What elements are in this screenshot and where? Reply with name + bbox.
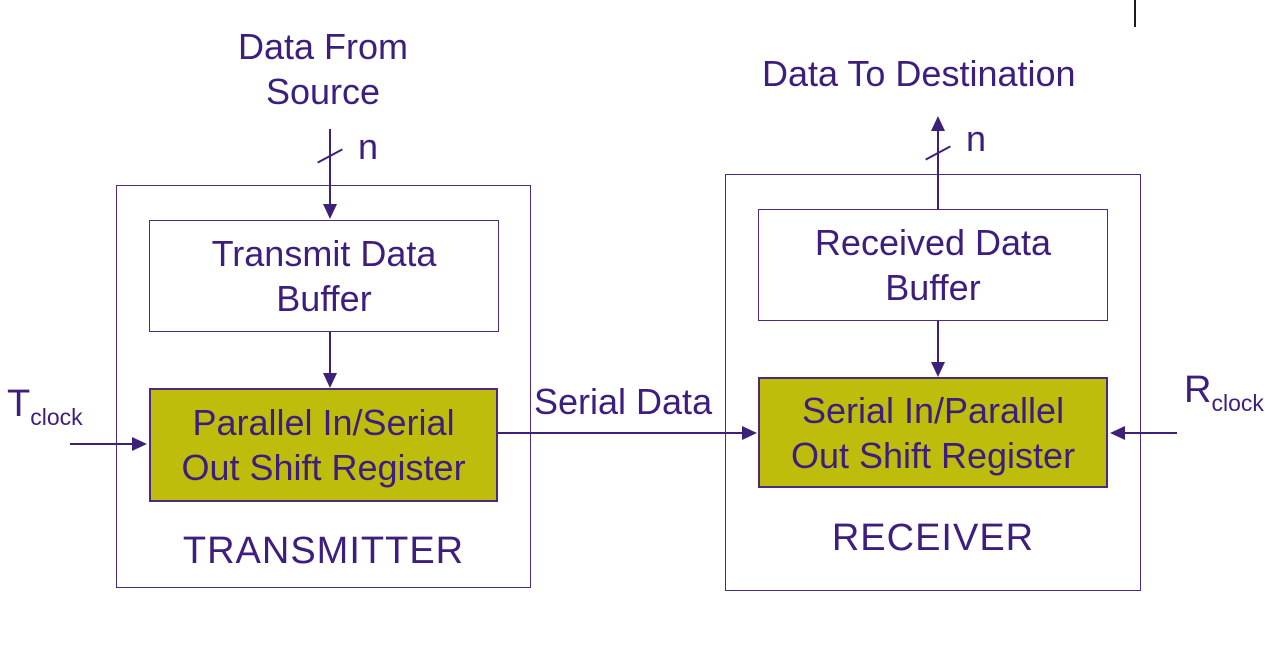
rx-buffer-to-register-arrow-down-icon [931,362,945,377]
receiver-block-label: RECEIVER [831,517,1035,559]
tx-bus-width-label: n [358,126,379,167]
rx-shift-register-label-line2: Out Shift Register [790,434,1076,476]
transmit-buffer-label-line1: Transmit Data [211,233,437,274]
tx-arrow-down-icon [323,204,337,219]
tclock-arrow-right-icon [132,437,147,451]
data-from-source-label-line1: Data From [237,26,409,67]
tx-buffer-to-register-arrow-down-icon [323,373,337,388]
data-from-source-label: Data From Source [188,24,458,114]
tx-shift-register-label-line1: Parallel In/Serial [192,402,455,443]
received-buffer-label-line2: Buffer [885,267,981,308]
transmitter-box [116,185,531,588]
rclock-label: Rclock [1184,369,1264,417]
data-to-destination-label: Data To Destination [762,53,1076,94]
transmitter-block-label: TRANSMITTER [182,530,465,572]
received-buffer-label-line1: Received Data [814,222,1052,263]
rclock-label-main: R [1184,369,1212,411]
rx-shift-register-label-line1: Serial In/Parallel [801,389,1065,431]
tclock-label-main: T [7,383,31,425]
tclock-label-sub: clock [30,404,83,430]
serial-data-arrow-right-icon [742,426,757,440]
rx-buffer-to-register-arrow-line [937,321,939,363]
tx-shift-register-box: Parallel In/Serial Out Shift Register [149,388,498,502]
tx-buffer-to-register-arrow-line [329,332,331,374]
rclock-arrow-left-icon [1110,426,1125,440]
tclock-label: Tclock [7,383,83,431]
serial-data-line [498,432,743,434]
transmit-data-buffer-box: Transmit Data Buffer [149,220,499,332]
received-data-buffer-box: Received Data Buffer [758,209,1108,321]
tx-bus-arrow-line [329,129,331,206]
transmit-buffer-label-line2: Buffer [276,278,372,319]
rclock-arrow-line [1124,432,1177,434]
rx-bus-arrow-line [937,130,939,210]
tx-shift-register-label-line2: Out Shift Register [181,447,466,488]
rclock-label-sub: clock [1211,390,1264,416]
page-edge-mark [1134,0,1136,27]
tclock-arrow-line [70,443,133,445]
data-from-source-label-line2: Source [265,71,381,112]
rx-shift-register-box: Serial In/Parallel Out Shift Register [758,377,1108,488]
serial-data-label: Serial Data [534,381,713,422]
rx-bus-width-label: n [966,118,987,159]
rx-arrow-up-icon [931,116,945,131]
receiver-box [725,174,1141,591]
